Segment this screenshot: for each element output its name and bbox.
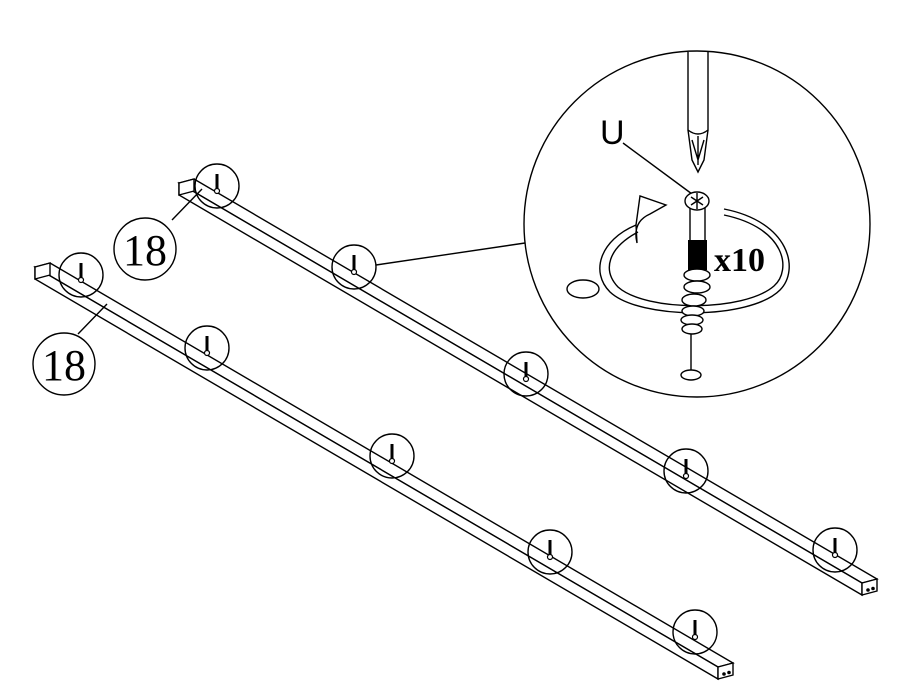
screw-icon bbox=[352, 255, 356, 270]
screw-position-marker bbox=[527, 529, 573, 575]
screw-icon bbox=[215, 174, 219, 189]
screw-icon bbox=[79, 263, 83, 278]
detail-leader-line bbox=[375, 242, 526, 266]
screw-position-marker bbox=[331, 244, 377, 290]
part-label-front-bar: 18 bbox=[32, 303, 108, 396]
screwdriver-icon bbox=[687, 52, 709, 174]
end-hole-icon bbox=[871, 586, 875, 591]
hardware-label: U bbox=[600, 114, 625, 152]
screw-position-marker bbox=[369, 433, 415, 479]
hole-icon bbox=[566, 279, 600, 299]
bar-end-face bbox=[861, 578, 878, 596]
screw-position-marker bbox=[503, 351, 549, 397]
cam-bolt-icon bbox=[680, 191, 711, 381]
screw-position-marker bbox=[58, 252, 104, 298]
part-label-back-bar: 18 bbox=[113, 188, 203, 281]
screw-position-marker bbox=[184, 325, 230, 371]
screw-icon bbox=[548, 540, 552, 555]
rotate-clockwise-icon bbox=[599, 195, 790, 314]
screw-icon bbox=[390, 444, 394, 459]
end-hole-icon bbox=[727, 670, 731, 675]
screw-icon bbox=[693, 620, 697, 635]
part-number: 18 bbox=[42, 341, 86, 390]
end-hole-icon bbox=[722, 672, 726, 676]
bar-start-face bbox=[34, 262, 51, 280]
screw-icon bbox=[205, 336, 209, 351]
screw-icon bbox=[833, 538, 837, 553]
screw-icon bbox=[684, 459, 688, 474]
screw-icon bbox=[524, 362, 528, 377]
screw-position-marker bbox=[194, 163, 240, 209]
end-hole-icon bbox=[866, 588, 870, 592]
screw-position-marker bbox=[672, 609, 718, 655]
screw-position-marker bbox=[812, 527, 858, 573]
quantity-label: x10 bbox=[714, 242, 765, 279]
bar-start-face bbox=[178, 178, 195, 196]
detail-callout: U x10 bbox=[523, 50, 871, 398]
bar-end-face bbox=[717, 662, 734, 680]
screw-position-marker bbox=[663, 448, 709, 494]
part-number: 18 bbox=[123, 226, 167, 275]
